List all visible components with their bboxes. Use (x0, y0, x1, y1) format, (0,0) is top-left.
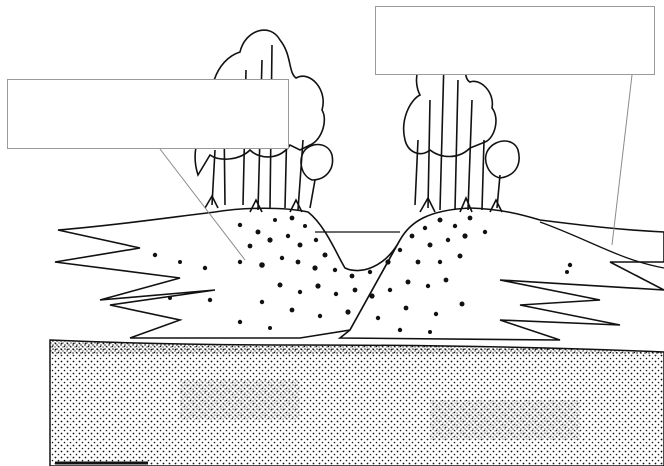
right-ridge (340, 208, 664, 340)
leader-line-right (612, 75, 632, 245)
stippled-substrate (50, 340, 664, 466)
label-box-left[interactable] (7, 79, 289, 149)
label-box-right[interactable] (375, 6, 655, 75)
left-ridge (55, 208, 400, 338)
